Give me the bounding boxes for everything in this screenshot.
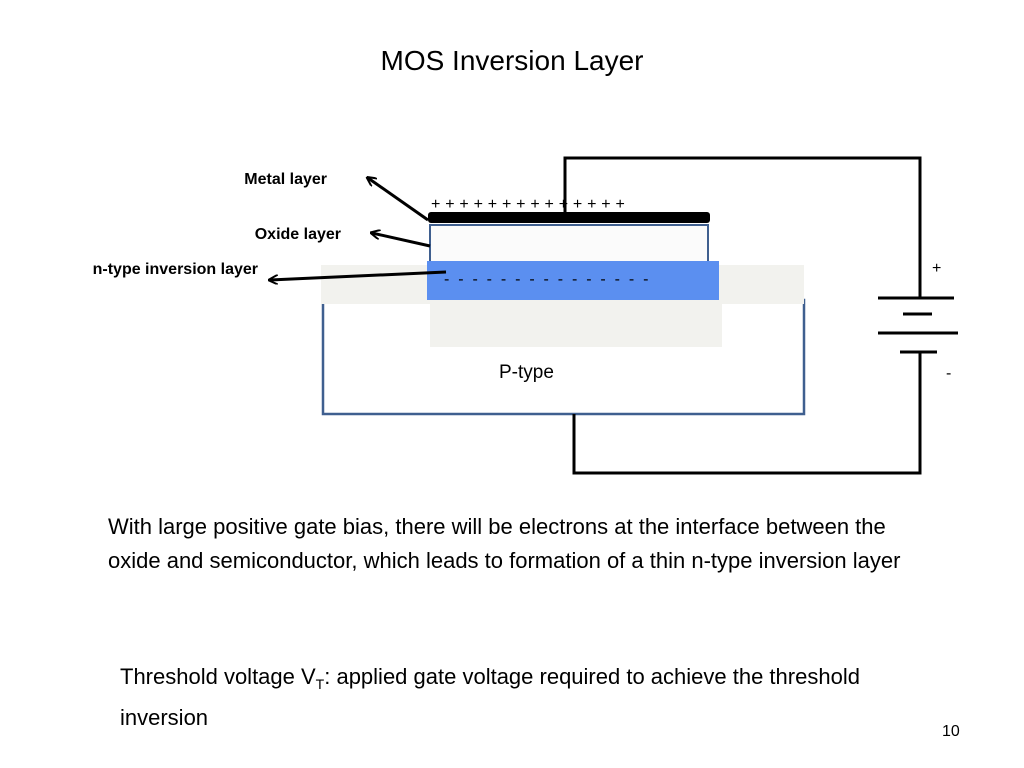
n-inversion-arrow (270, 270, 447, 280)
negative-charges: - - - - - - - - - - - - - - - (444, 271, 649, 288)
metal-layer-label: Metal layer (244, 171, 327, 188)
metal-layer (428, 212, 710, 223)
positive-charges: + + + + + + + + + + + + + + (431, 196, 626, 213)
n-type-inversion-layer (427, 261, 719, 300)
page-number: 10 (942, 723, 960, 740)
battery-plus-sign: + (932, 260, 942, 277)
p-type-label: P-type (499, 362, 554, 383)
substrate-wire (572, 352, 922, 475)
threshold-text-suffix: : applied gate voltage required to achie… (120, 664, 860, 730)
slide-title: MOS Inversion Layer (380, 45, 644, 76)
oxide-layer-label: Oxide layer (254, 226, 341, 243)
oxide-arrow (372, 233, 431, 248)
oxide-layer (429, 224, 709, 264)
battery-minus-sign: - (946, 365, 952, 382)
threshold-text-prefix: Threshold voltage V (120, 664, 316, 689)
threshold-voltage-paragraph: Threshold voltage VT: applied gate volta… (120, 660, 920, 735)
channel-region (430, 304, 722, 347)
n-type-inversion-layer-label: n-type inversion layer (92, 261, 258, 278)
metal-arrow (368, 178, 429, 222)
explanation-paragraph: With large positive gate bias, there wil… (108, 514, 901, 573)
gate-wire (563, 156, 922, 298)
threshold-subscript: T (315, 676, 325, 692)
